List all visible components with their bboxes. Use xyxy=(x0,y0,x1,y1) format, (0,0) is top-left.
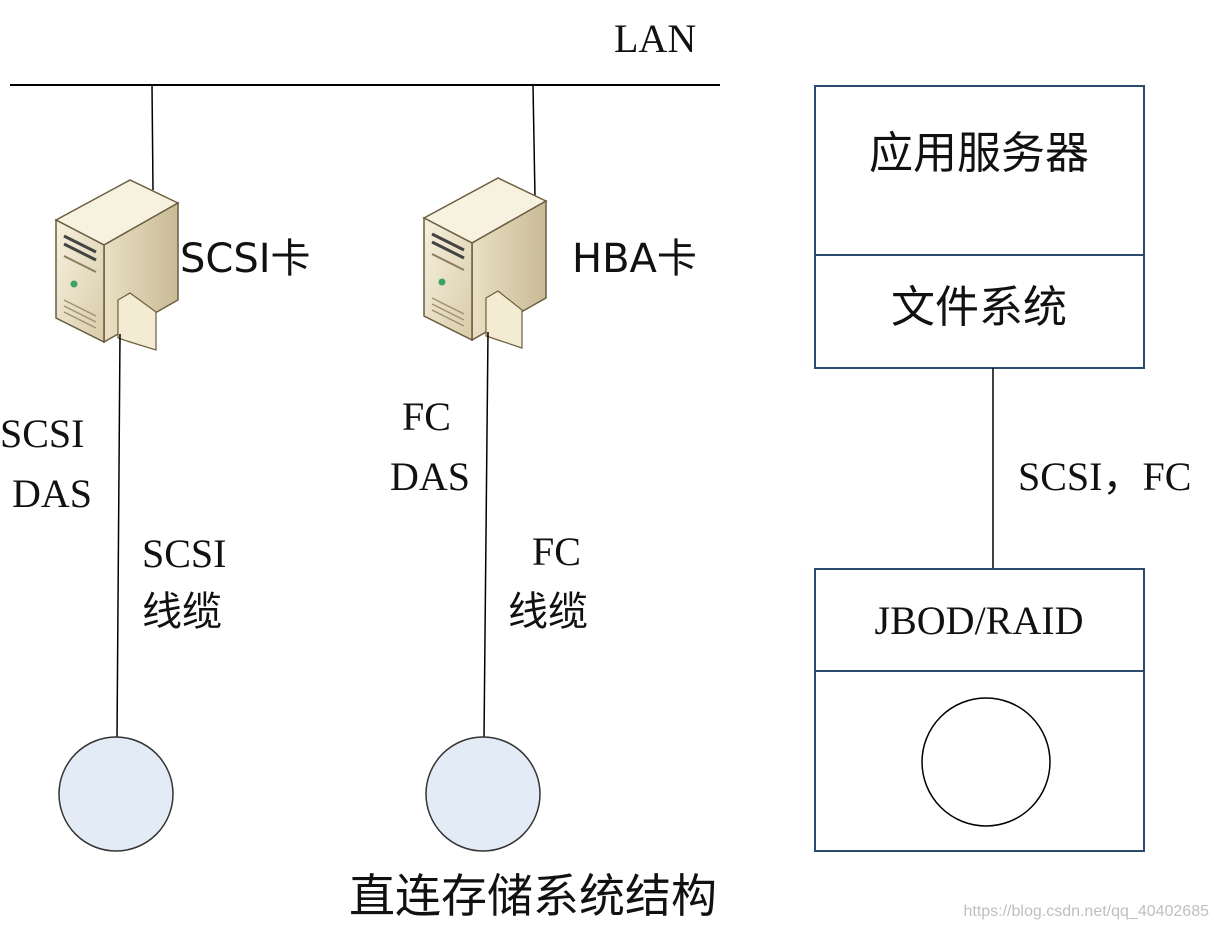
file-system-label: 文件系统 xyxy=(891,282,1067,333)
storage-disk-circle xyxy=(921,697,1051,827)
middle-das-label-line2: DAS xyxy=(390,454,470,499)
left-cable-label-line2: 线缆 xyxy=(142,589,222,635)
lan-label: LAN xyxy=(614,16,696,61)
app-server-label: 应用服务器 xyxy=(869,128,1089,179)
left-das-label-line1: SCSI xyxy=(0,411,85,456)
middle-card-label: HBA卡 xyxy=(572,236,697,282)
left-cable-label-line1: SCSI xyxy=(142,531,227,576)
scsi-disk-circle xyxy=(58,736,174,852)
fc-disk-circle xyxy=(425,736,541,852)
server-icon-middle xyxy=(422,177,548,349)
connection-label: SCSI，FC xyxy=(1018,454,1191,499)
left-das-label-line2: DAS xyxy=(12,471,92,516)
left-card-label: SCSI卡 xyxy=(180,236,311,282)
server-icon-left xyxy=(54,179,180,351)
watermark-text: https://blog.csdn.net/qq_40402685 xyxy=(963,903,1209,920)
middle-cable-label-line2: 线缆 xyxy=(508,589,588,635)
scsi-cable-line xyxy=(116,333,121,739)
lan-drop-middle xyxy=(532,84,536,199)
app-server-box xyxy=(814,85,1145,369)
diagram-title: 直连存储系统结构 xyxy=(349,869,717,923)
middle-das-label-line1: FC xyxy=(402,394,451,439)
fc-cable-line xyxy=(483,331,489,739)
middle-cable-label-line1: FC xyxy=(532,529,581,574)
storage-label: JBOD/RAID xyxy=(875,598,1084,643)
lan-drop-left xyxy=(151,84,154,191)
